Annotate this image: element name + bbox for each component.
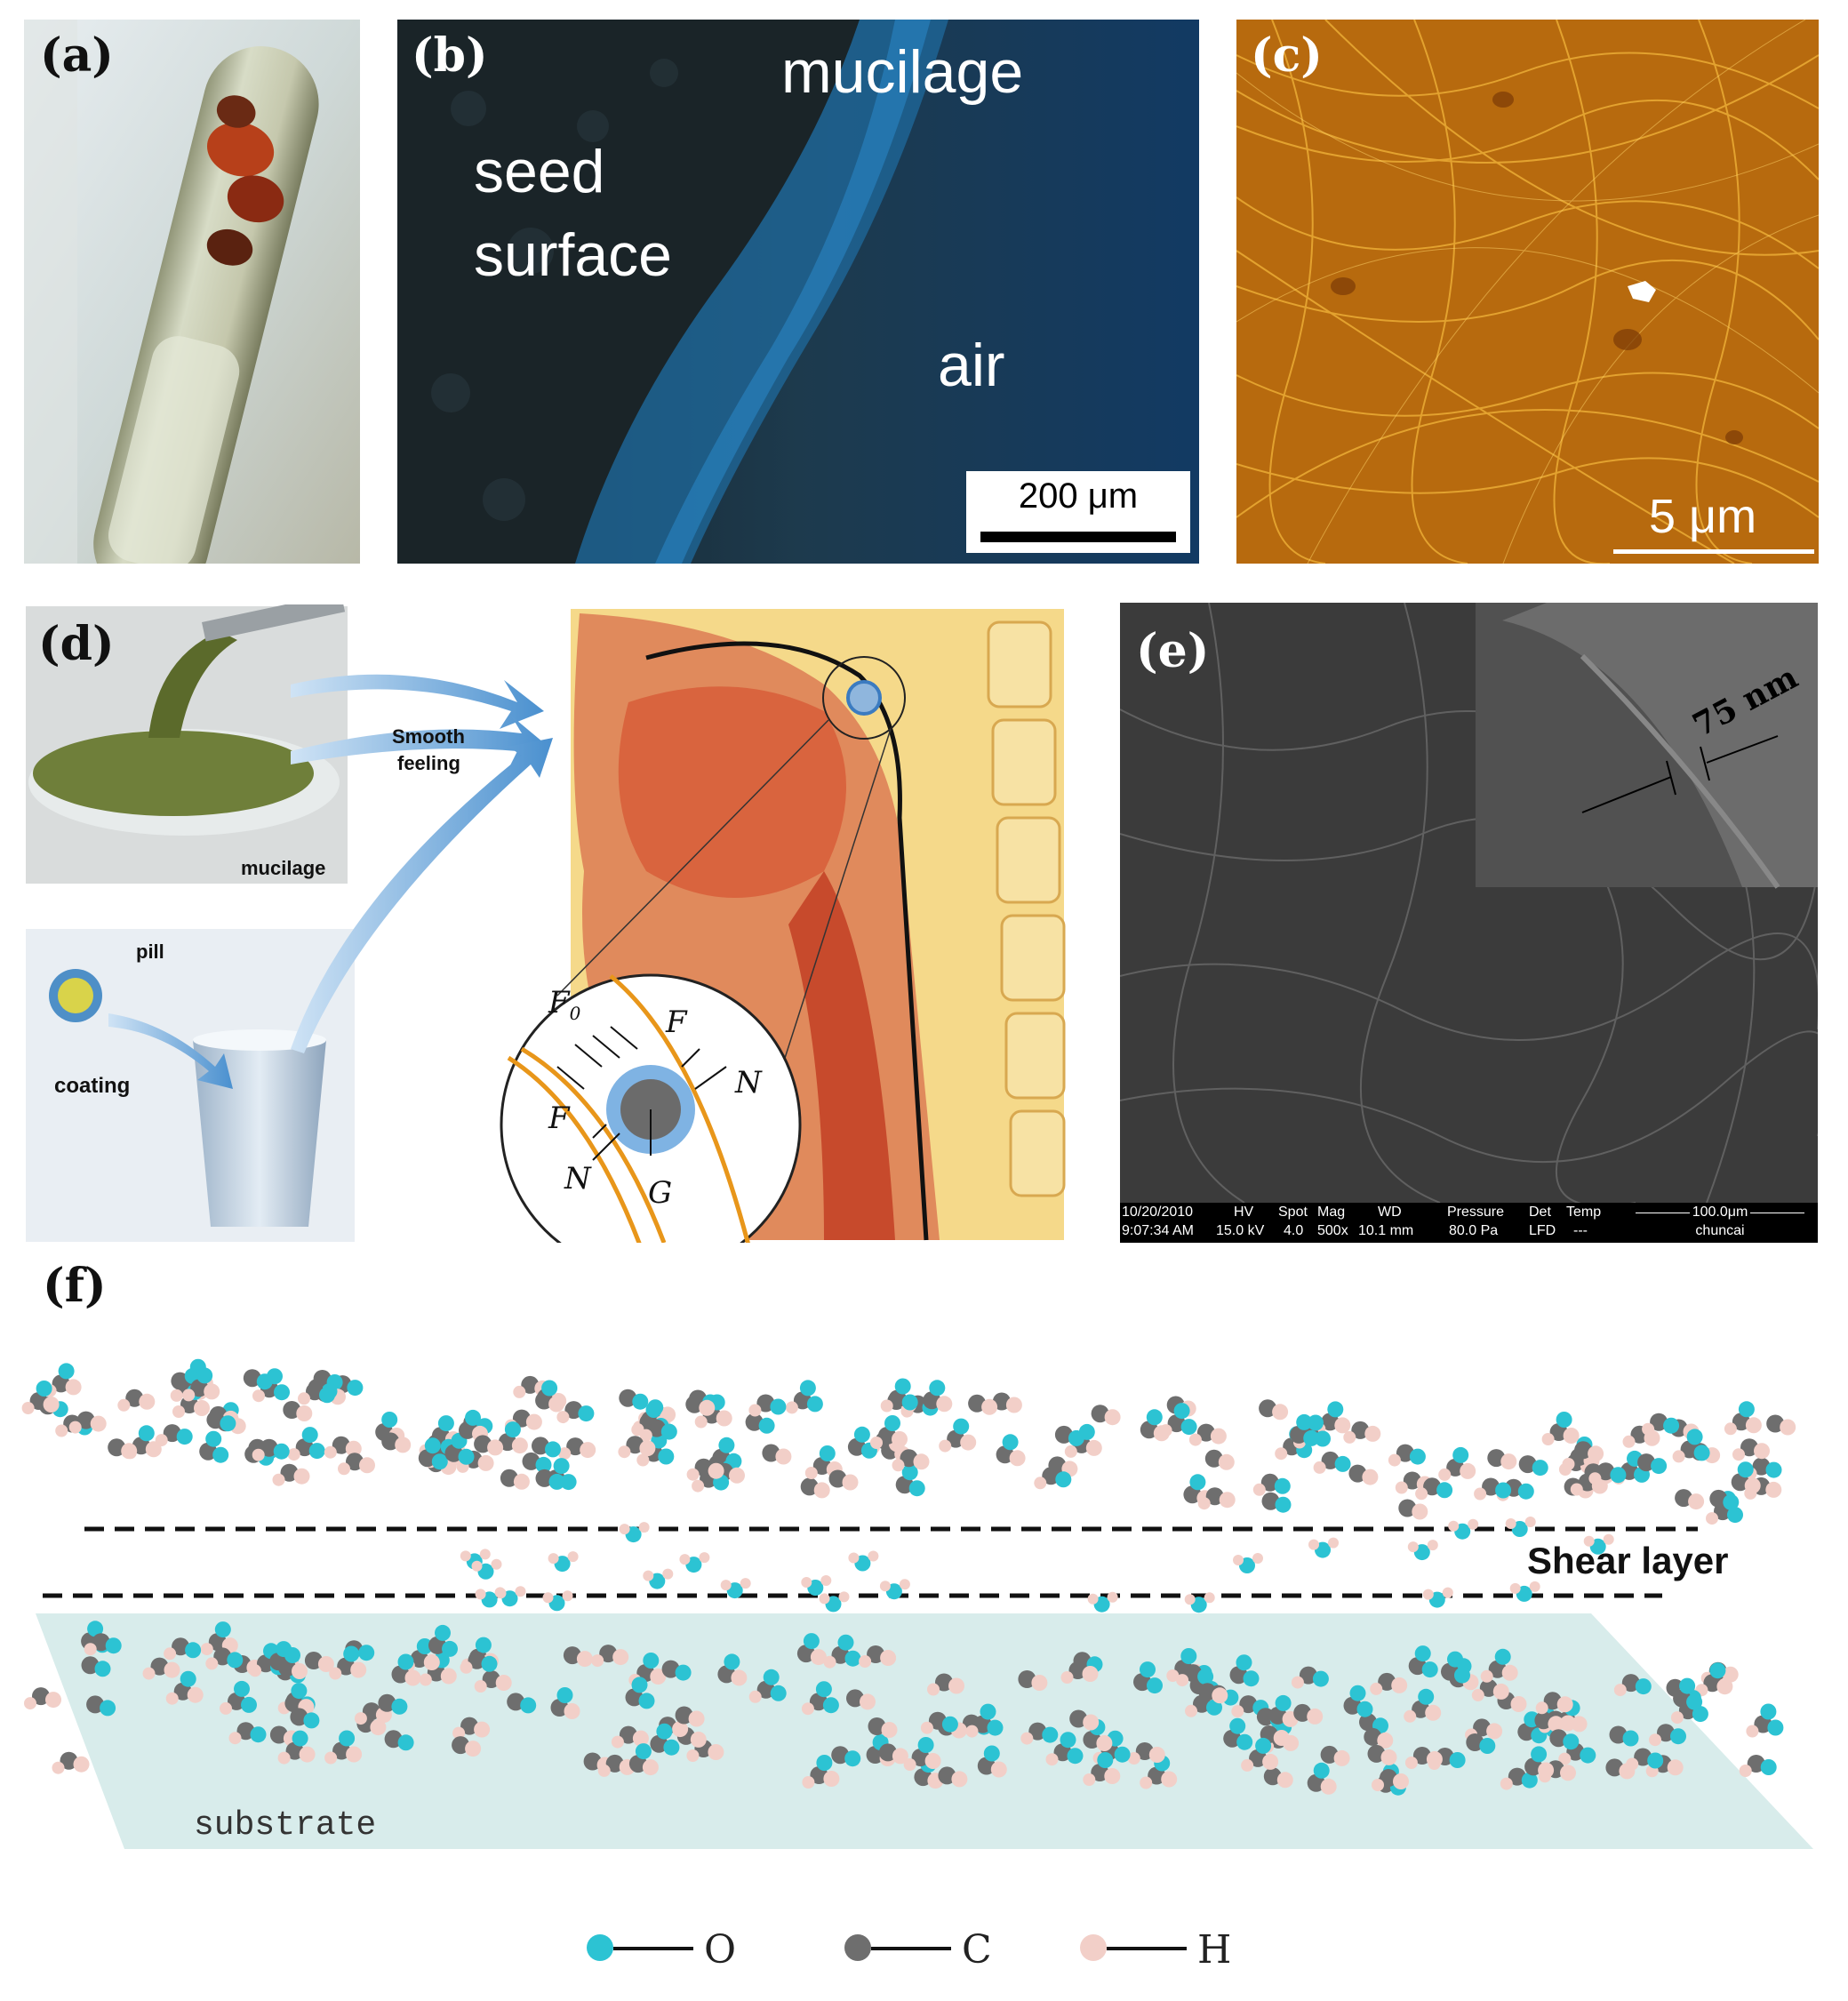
panel-e-sem: 75 nm (e) 10/20/2010 9:07:34 AM HV 15.0 … (1120, 603, 1818, 1243)
legend-swatch-h (1080, 1934, 1107, 1961)
scale-bar-box: 200 μm (966, 471, 1190, 553)
panel-f-molecular-model: Shear layer substrate (f) O C H (0, 1262, 1848, 2001)
molecular-layers (21, 1358, 1813, 1849)
scale-bar-text: 5 μm (1649, 490, 1757, 543)
test-tube-photo (24, 20, 360, 564)
legend: O C H (587, 1927, 1298, 1989)
legend-label-c: C (962, 1927, 992, 1973)
panel-d-label: (d) (38, 617, 115, 671)
databar-scale: 100.0μm (1689, 1205, 1751, 1220)
databar-pressure-label: Pressure (1447, 1205, 1505, 1220)
label-coating: coating (54, 1074, 131, 1098)
databar-wd-label: WD (1378, 1205, 1402, 1220)
databar-time: 9:07:34 AM (1122, 1223, 1194, 1238)
force-g: G (648, 1175, 673, 1211)
sem-image (1120, 603, 1818, 1203)
cellulose-fibril-image (1236, 20, 1819, 564)
panel-e-label: (e) (1136, 624, 1210, 678)
scale-bar-line (1613, 549, 1814, 554)
databar-date: 10/20/2010 (1122, 1205, 1194, 1220)
databar-wd-value: 10.1 mm (1358, 1223, 1414, 1238)
panel-b-micrograph: mucilage seed surface air 200 μm (b) (397, 20, 1199, 564)
databar-pressure-value: 80.0 Pa (1449, 1223, 1499, 1238)
label-pill: pill (136, 940, 164, 963)
panel-d-illustration: mucilage Smooth feeling pill coating F0 … (24, 604, 1068, 1243)
panel-a-label: (a) (40, 28, 114, 83)
databar-mag-label: Mag (1317, 1205, 1346, 1220)
panel-b-label: (b) (412, 28, 488, 83)
panel-a-photo: (a) (24, 20, 360, 564)
databar-det-label: Det (1529, 1205, 1551, 1220)
shear-layer-label: Shear layer (1527, 1540, 1729, 1581)
legend-swatch-o (587, 1934, 613, 1961)
label-air: air (938, 332, 1005, 399)
label-surface: surface (474, 221, 672, 289)
legend-label-h: H (1197, 1927, 1232, 1973)
databar-mag-value: 500x (1317, 1223, 1348, 1238)
panel-c-afm: 5 μm (c) (1236, 20, 1819, 564)
panel-f-label: (f) (43, 1262, 107, 1313)
sem-databar: 10/20/2010 9:07:34 AM HV 15.0 kV Spot 4.… (1120, 1203, 1818, 1243)
label-seed: seed (474, 138, 605, 205)
label-mucilage: mucilage (781, 38, 1024, 106)
databar-hv-label: HV (1234, 1205, 1254, 1220)
panel-c-label: (c) (1251, 28, 1323, 83)
substrate-label: substrate (194, 1806, 377, 1845)
swallowing-diagram (26, 604, 1066, 1243)
force-n-top: N (735, 1065, 762, 1101)
force-f0: F0 (548, 985, 581, 1024)
databar-spot-label: Spot (1278, 1205, 1308, 1220)
scale-bar-text: 200 μm (1018, 476, 1139, 516)
databar-temp-value: --- (1573, 1223, 1588, 1238)
mucilage-fluorescence-image (397, 20, 1199, 564)
databar-det-value: LFD (1529, 1223, 1556, 1238)
legend-swatch-c (844, 1934, 871, 1961)
label-smooth: Smooth (392, 725, 465, 748)
force-f-left: F (548, 1101, 570, 1136)
databar-operator: chuncai (1695, 1223, 1745, 1238)
databar-temp-label: Temp (1566, 1205, 1602, 1220)
force-n-left: N (564, 1161, 591, 1197)
label-mucilage-d: mucilage (241, 857, 326, 879)
label-feeling: feeling (397, 752, 460, 774)
databar-hv-value: 15.0 kV (1216, 1223, 1265, 1238)
legend-label-o: O (704, 1927, 737, 1973)
databar-spot-value: 4.0 (1284, 1223, 1304, 1238)
force-f-top: F (666, 1005, 687, 1040)
scale-bar-line (980, 532, 1176, 542)
